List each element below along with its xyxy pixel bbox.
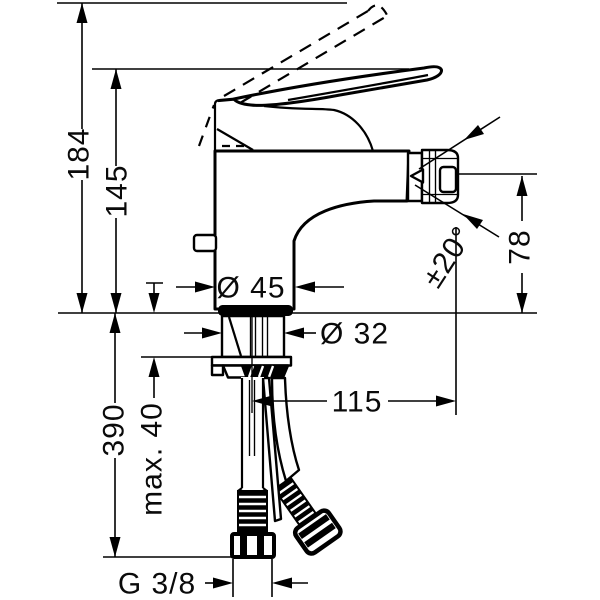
dim-total-height: 184 xyxy=(63,3,96,313)
arrow-up-icon xyxy=(516,176,528,196)
hose-connector-nut xyxy=(230,532,276,559)
dimension-label-swivel: ±20° xyxy=(416,220,480,293)
arrow-left-icon xyxy=(272,577,292,589)
nut-knurl-slit xyxy=(257,365,265,378)
escutcheon-left-edge xyxy=(213,96,243,151)
arrow-left-icon xyxy=(252,395,272,407)
connector-band xyxy=(257,536,264,555)
arrow-up-icon xyxy=(109,313,121,333)
supply-hose-left xyxy=(230,377,276,559)
dimension-label-dia45: Ø 45 xyxy=(216,272,285,305)
corrugation-slit xyxy=(298,510,315,524)
arrow-up-icon xyxy=(148,357,160,377)
corrugation-slit xyxy=(277,482,295,495)
corrugation-slit xyxy=(285,493,303,507)
raised-handle-dashed-rear xyxy=(197,104,216,147)
nut-step xyxy=(210,364,225,377)
corrugation-slit xyxy=(294,505,311,518)
aerator xyxy=(406,148,460,205)
escutcheon-front-slant xyxy=(216,128,254,151)
dimensions: 184 145 390 max. 40 xyxy=(63,3,537,600)
dim-max-mount-thickness: max. 40 xyxy=(136,282,212,516)
base-gasket xyxy=(218,305,293,316)
dimension-label-115: 115 xyxy=(332,386,383,419)
arrow-up-left-icon xyxy=(463,214,483,229)
raised-handle-dashed-edge xyxy=(239,15,388,104)
dim-body-diameter: Ø 45 xyxy=(176,272,344,305)
lever-blade xyxy=(232,65,443,107)
arrow-down-icon xyxy=(110,293,122,313)
dimension-label-dia32: Ø 32 xyxy=(320,318,389,351)
faucet-body-outline xyxy=(213,149,411,311)
shank-outline xyxy=(220,314,286,359)
faucet xyxy=(192,4,460,559)
lever-underside-curve xyxy=(263,104,375,152)
connector-band xyxy=(304,522,336,548)
lever-crease-line xyxy=(287,73,429,102)
arrow-down-icon xyxy=(516,293,528,313)
arrow-down-icon xyxy=(148,293,160,313)
supply-hose-right xyxy=(270,376,343,556)
arrow-right-icon xyxy=(195,281,215,293)
reference-lines xyxy=(57,2,537,558)
corrugation-slit xyxy=(281,488,299,501)
arrow-right-icon xyxy=(436,395,456,407)
corrugation-slit xyxy=(290,499,307,512)
nut-knurling xyxy=(241,366,287,377)
dimension-label-g38: G 3/8 xyxy=(118,568,196,600)
nut-knurl-slit xyxy=(267,365,275,378)
connector-band xyxy=(298,514,330,539)
dim-aerator-swivel: ±20° xyxy=(414,116,501,294)
raised-handle-dashed-tip xyxy=(367,4,388,16)
dimension-label-184: 184 xyxy=(63,127,96,180)
dimension-label-145: 145 xyxy=(101,164,134,217)
dim-shank-diameter: Ø 32 xyxy=(184,318,389,351)
hose-tube-fill xyxy=(241,377,264,488)
hose-corrugation xyxy=(273,476,343,556)
arrow-up-icon xyxy=(76,3,88,23)
arrow-down-icon xyxy=(76,293,88,313)
arrow-right-icon xyxy=(202,327,222,339)
aerator-spray-face xyxy=(438,165,458,194)
dim-connection-thread: G 3/8 xyxy=(118,559,308,600)
dim-handle-height: 145 xyxy=(101,69,134,313)
hose-tube xyxy=(270,376,301,483)
mounting-shank xyxy=(220,314,286,359)
arrow-down-left-icon xyxy=(464,125,484,140)
dim-hose-length: 390 xyxy=(98,313,131,557)
shank-thread-diagonal xyxy=(227,316,243,357)
dimension-label-390: 390 xyxy=(98,403,131,456)
swivel-leader-line xyxy=(418,116,501,170)
arrow-left-icon xyxy=(295,281,315,293)
drain-pull-knob xyxy=(192,233,218,253)
dim-spout-reach: 115 xyxy=(251,227,457,419)
dim-outlet-height: 78 xyxy=(459,173,537,313)
arrow-up-icon xyxy=(110,69,122,89)
raised-handle-dashed-edge xyxy=(223,10,369,97)
dimension-label-max40: max. 40 xyxy=(136,402,169,516)
aerator-joint-marker-icon xyxy=(409,168,425,184)
swivel-leader-line xyxy=(414,184,500,238)
arrow-left-icon xyxy=(284,327,304,339)
connector-band xyxy=(240,536,247,555)
handle-lever xyxy=(232,65,443,152)
arrow-right-icon xyxy=(213,577,233,589)
pull-rod xyxy=(261,376,283,523)
dimension-label-78: 78 xyxy=(504,229,537,264)
arrow-down-icon xyxy=(109,537,121,557)
handle-raised-dashed xyxy=(197,4,388,147)
